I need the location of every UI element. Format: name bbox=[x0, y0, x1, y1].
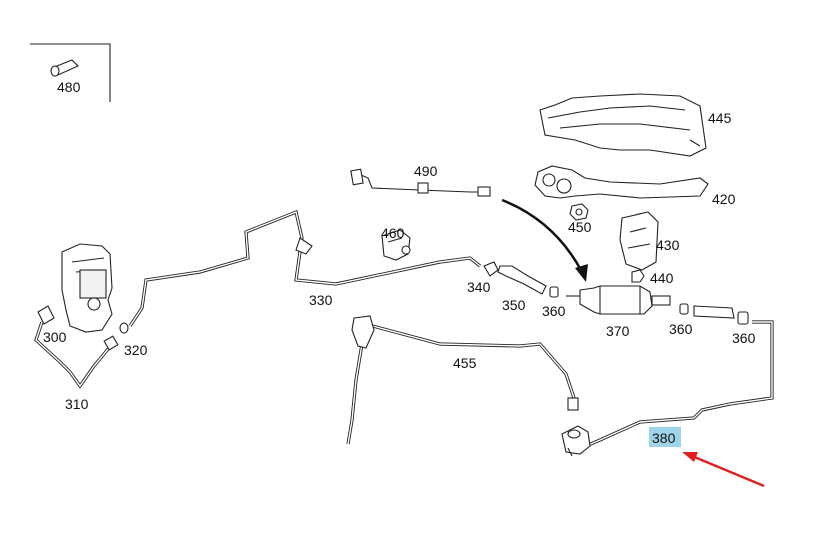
part-480-shape[interactable] bbox=[50, 59, 79, 77]
part-350-shape[interactable] bbox=[497, 265, 547, 295]
label-460[interactable]: 460 bbox=[381, 225, 405, 241]
label-360a[interactable]: 360 bbox=[542, 303, 566, 319]
label-450[interactable]: 450 bbox=[568, 219, 592, 235]
inset-480: 480 bbox=[30, 43, 111, 102]
label-350[interactable]: 350 bbox=[502, 297, 526, 313]
label-370[interactable]: 370 bbox=[606, 323, 630, 339]
label-490[interactable]: 490 bbox=[414, 163, 438, 179]
label-430[interactable]: 430 bbox=[656, 237, 680, 253]
label-300[interactable]: 300 bbox=[43, 329, 67, 345]
label-380[interactable]: 380 bbox=[652, 430, 676, 446]
label-330[interactable]: 330 bbox=[309, 292, 333, 308]
assembly-arrow bbox=[501, 198, 588, 282]
hose-segment bbox=[693, 305, 735, 319]
part-460-shape[interactable] bbox=[381, 229, 411, 261]
label-320[interactable]: 320 bbox=[124, 342, 148, 358]
label-420[interactable]: 420 bbox=[712, 191, 736, 207]
label-340[interactable]: 340 bbox=[467, 279, 491, 295]
part-420-shape[interactable] bbox=[534, 165, 709, 199]
highlight-380 bbox=[649, 427, 681, 447]
part-455-shape[interactable] bbox=[346, 315, 579, 445]
part-300-shape[interactable] bbox=[37, 243, 113, 333]
label-440[interactable]: 440 bbox=[650, 270, 674, 286]
part-360c-shape[interactable] bbox=[737, 311, 749, 325]
part-430-shape[interactable] bbox=[619, 211, 659, 271]
label-480[interactable]: 480 bbox=[57, 79, 81, 95]
red-arrow-icon bbox=[682, 452, 765, 488]
part-310-shape[interactable] bbox=[34, 321, 119, 389]
part-360b-shape[interactable] bbox=[679, 303, 689, 315]
part-490-shape[interactable] bbox=[350, 168, 491, 197]
part-380-shape[interactable] bbox=[561, 320, 774, 457]
label-360b[interactable]: 360 bbox=[669, 321, 693, 337]
part-330-shape[interactable] bbox=[128, 209, 481, 327]
label-360c[interactable]: 360 bbox=[732, 330, 756, 346]
part-450-shape[interactable] bbox=[569, 203, 589, 221]
part-440-shape[interactable] bbox=[631, 269, 645, 283]
label-455[interactable]: 455 bbox=[453, 355, 477, 371]
label-445[interactable]: 445 bbox=[708, 110, 732, 126]
part-340-shape[interactable] bbox=[483, 261, 499, 277]
part-370-shape[interactable] bbox=[566, 285, 671, 315]
part-320-shape[interactable] bbox=[119, 322, 129, 334]
part-360a-shape[interactable] bbox=[549, 286, 559, 298]
label-310[interactable]: 310 bbox=[65, 396, 89, 412]
part-445-shape[interactable] bbox=[539, 93, 707, 157]
